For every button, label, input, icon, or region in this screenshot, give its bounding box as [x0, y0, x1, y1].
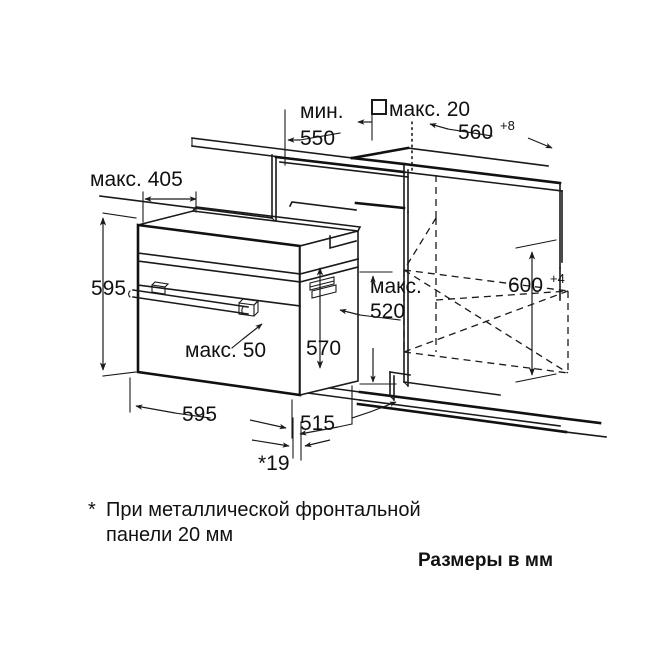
- dim-arrow-595-width-left: [135, 404, 176, 414]
- label-515: 515: [300, 412, 335, 435]
- label-max-405: макс. 405: [90, 168, 183, 191]
- footnote-line-2: панели 20 мм: [106, 524, 233, 546]
- label-560: 560: [458, 121, 493, 144]
- label-595-width: 595: [182, 403, 217, 426]
- dim-arrow-595-width-right: [249, 419, 287, 430]
- dimension-labels: мин. 550 макс. 20 560 +8 макс. 405 595 м…: [90, 98, 565, 475]
- label-600-tolerance: +4: [550, 271, 565, 286]
- notes: * При металлической фронтальной панели 2…: [88, 499, 553, 571]
- label-max-20: макс. 20: [389, 98, 470, 121]
- footnote-asterisk: *: [88, 499, 96, 521]
- oven-body: [128, 201, 362, 397]
- dimension-lines: [99, 107, 557, 461]
- label-570: 570: [306, 337, 341, 360]
- label-max-50: макс. 50: [185, 339, 266, 362]
- label-595-height: 595: [91, 277, 126, 300]
- label-max-520-line1: макс.: [370, 275, 422, 298]
- square-symbol-icon: [371, 99, 387, 115]
- label-560-tolerance: +8: [500, 118, 515, 133]
- niche-hidden-edges: [403, 217, 569, 374]
- label-max-520-line2: 520: [370, 300, 405, 323]
- label-star-19: *19: [258, 452, 290, 475]
- label-min-550-line2: 550: [300, 127, 335, 150]
- dim-arrow-560-right: [527, 137, 553, 149]
- dim-arrow-560-left: [429, 123, 449, 130]
- leader-max-50: [242, 323, 263, 340]
- label-min-550-line1: мин.: [300, 100, 344, 123]
- cabinet-niche-geometry: [99, 121, 607, 438]
- oven-door-handle: [128, 281, 260, 317]
- units-note: Размеры в мм: [418, 550, 553, 571]
- label-600: 600: [508, 274, 543, 297]
- dim-arrow-515-right: [369, 401, 397, 413]
- footnote-line-1: При металлической фронтальной: [106, 499, 421, 521]
